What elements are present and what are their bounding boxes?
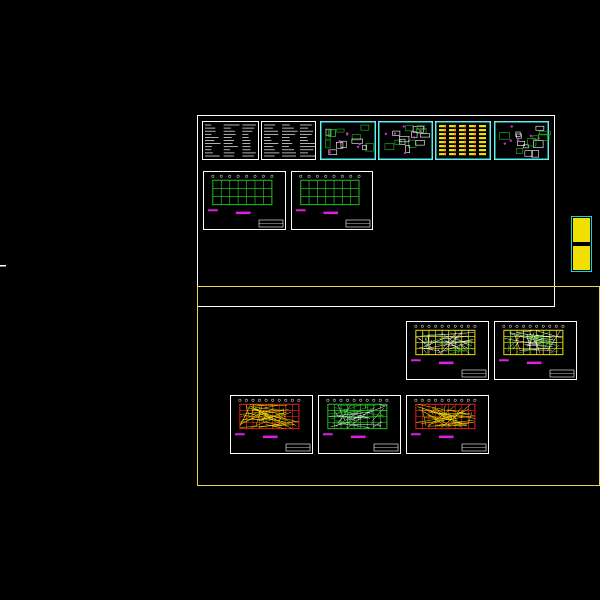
sheet-details-2[interactable] <box>378 121 433 160</box>
sheet-details-1[interactable] <box>320 121 376 160</box>
yellow-legend-panel[interactable] <box>571 216 592 272</box>
sheet-notes-2[interactable] <box>261 121 316 160</box>
sheet-plan-d[interactable] <box>494 321 577 380</box>
lower-drawing-set-frame <box>197 286 600 486</box>
sheet-plan-a[interactable] <box>203 171 286 230</box>
sheet-details-3[interactable] <box>494 121 551 160</box>
sheet-table[interactable] <box>435 121 491 160</box>
upper-drawing-set-frame <box>197 115 555 307</box>
sheet-plan-c[interactable] <box>406 321 489 380</box>
sheet-plan-e[interactable] <box>230 395 313 454</box>
sheet-plan-f[interactable] <box>318 395 401 454</box>
sheet-notes-1[interactable] <box>202 121 259 160</box>
sheet-plan-b[interactable] <box>291 171 373 230</box>
sheet-plan-g[interactable] <box>406 395 489 454</box>
origin-marker <box>0 265 6 267</box>
